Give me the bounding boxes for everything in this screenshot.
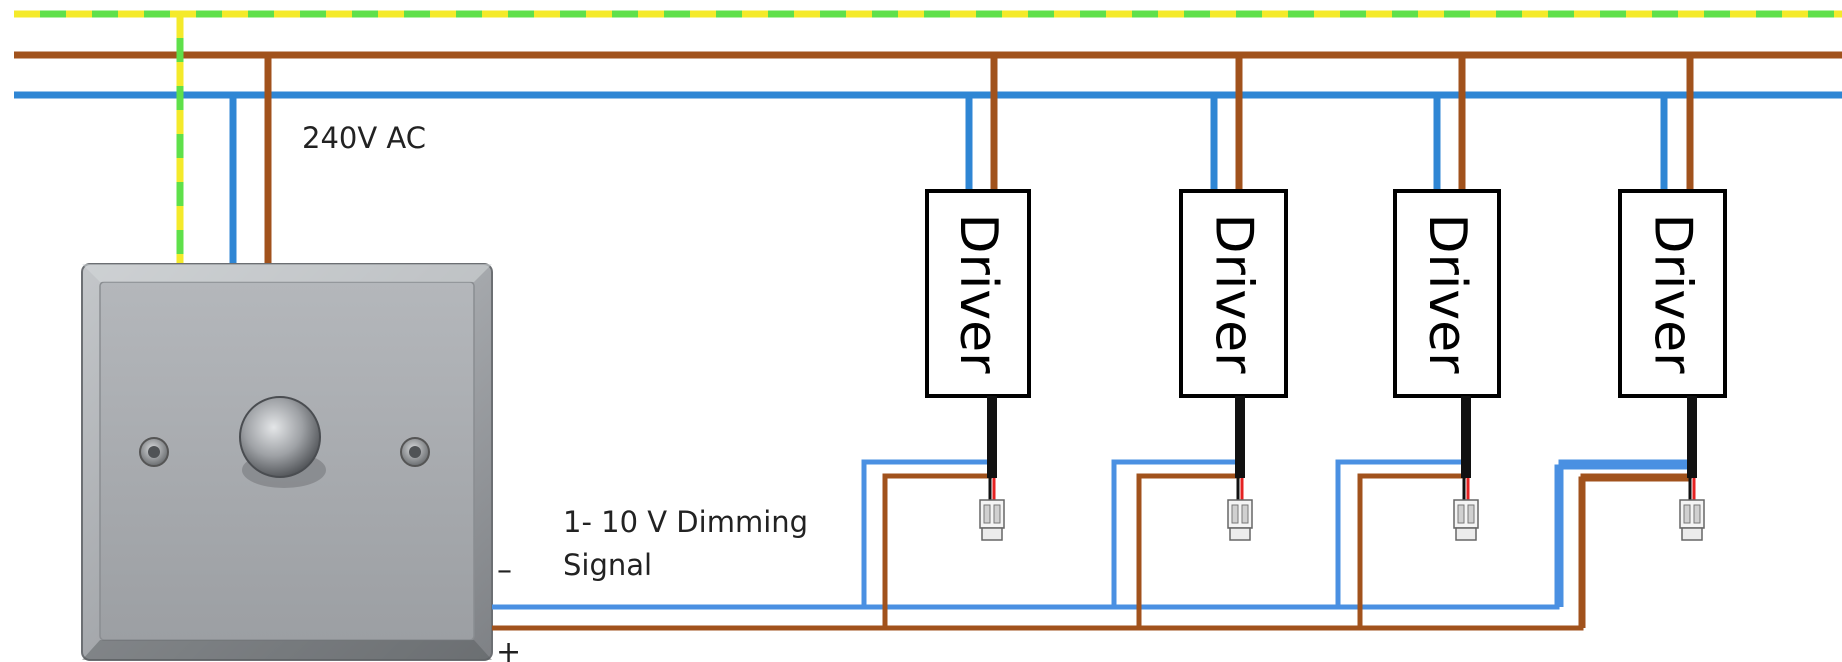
driver-label: Driver — [1643, 213, 1703, 374]
dimming-signal-label-line1: 1- 10 V Dimming — [563, 505, 808, 539]
plug-tail — [1229, 527, 1251, 541]
driver-label: Driver — [948, 213, 1008, 374]
connector-plug-icon — [979, 499, 1005, 541]
driver-label: Driver — [1417, 213, 1477, 374]
signal-minus-label: – — [497, 553, 512, 588]
driver-4: Driver — [1558, 55, 1727, 628]
driver-output-lead — [987, 396, 997, 478]
driver-signal-positive-branch — [1580, 473, 1692, 628]
driver-3: Driver — [1335, 55, 1501, 628]
driver-output-lead — [1235, 396, 1245, 478]
driver-output-lead — [1687, 396, 1697, 478]
plug-pin — [1241, 504, 1249, 524]
dimmer-knob[interactable] — [239, 396, 321, 478]
connector-plug-icon — [1679, 499, 1705, 541]
plug-tail — [1681, 527, 1703, 541]
plug-pin — [983, 504, 991, 524]
plug-pin — [1683, 504, 1691, 524]
driver-signal-negative-branch — [1335, 459, 1466, 607]
driver-box — [1393, 189, 1501, 398]
driver-box — [925, 189, 1031, 398]
driver-signal-positive-branch — [1357, 473, 1466, 628]
dimmer-switch — [81, 263, 493, 661]
plug-pin — [1467, 504, 1475, 524]
plug-tail — [981, 527, 1003, 541]
driver-signal-positive-branch — [882, 473, 992, 628]
dimming-signal-label-line2: Signal — [563, 548, 652, 582]
plug-pin — [1693, 504, 1701, 524]
connector-plug-icon — [1227, 499, 1253, 541]
signal-negative-trunk — [492, 464, 1690, 610]
plug-tail — [1455, 527, 1477, 541]
driver-label: Driver — [1204, 213, 1264, 374]
driver-output-lead — [1461, 396, 1471, 478]
driver-box — [1179, 189, 1288, 398]
supply-voltage-label: 240V AC — [302, 121, 426, 155]
driver-group: Driver Driver Driver Driver — [861, 55, 1727, 628]
plug-pin — [993, 504, 1001, 524]
plug-pin — [1231, 504, 1239, 524]
driver-1: Driver — [861, 55, 1031, 628]
plug-pin — [1457, 504, 1465, 524]
signal-plus-label: + — [496, 635, 521, 662]
driver-signal-negative-branch — [1111, 459, 1240, 607]
connector-plug-icon — [1453, 499, 1479, 541]
driver-signal-negative-branch — [861, 459, 992, 607]
driver-2: Driver — [1111, 55, 1288, 628]
driver-signal-negative-branch — [1558, 459, 1692, 607]
driver-box — [1618, 189, 1727, 398]
driver-signal-positive-branch — [1136, 473, 1240, 628]
